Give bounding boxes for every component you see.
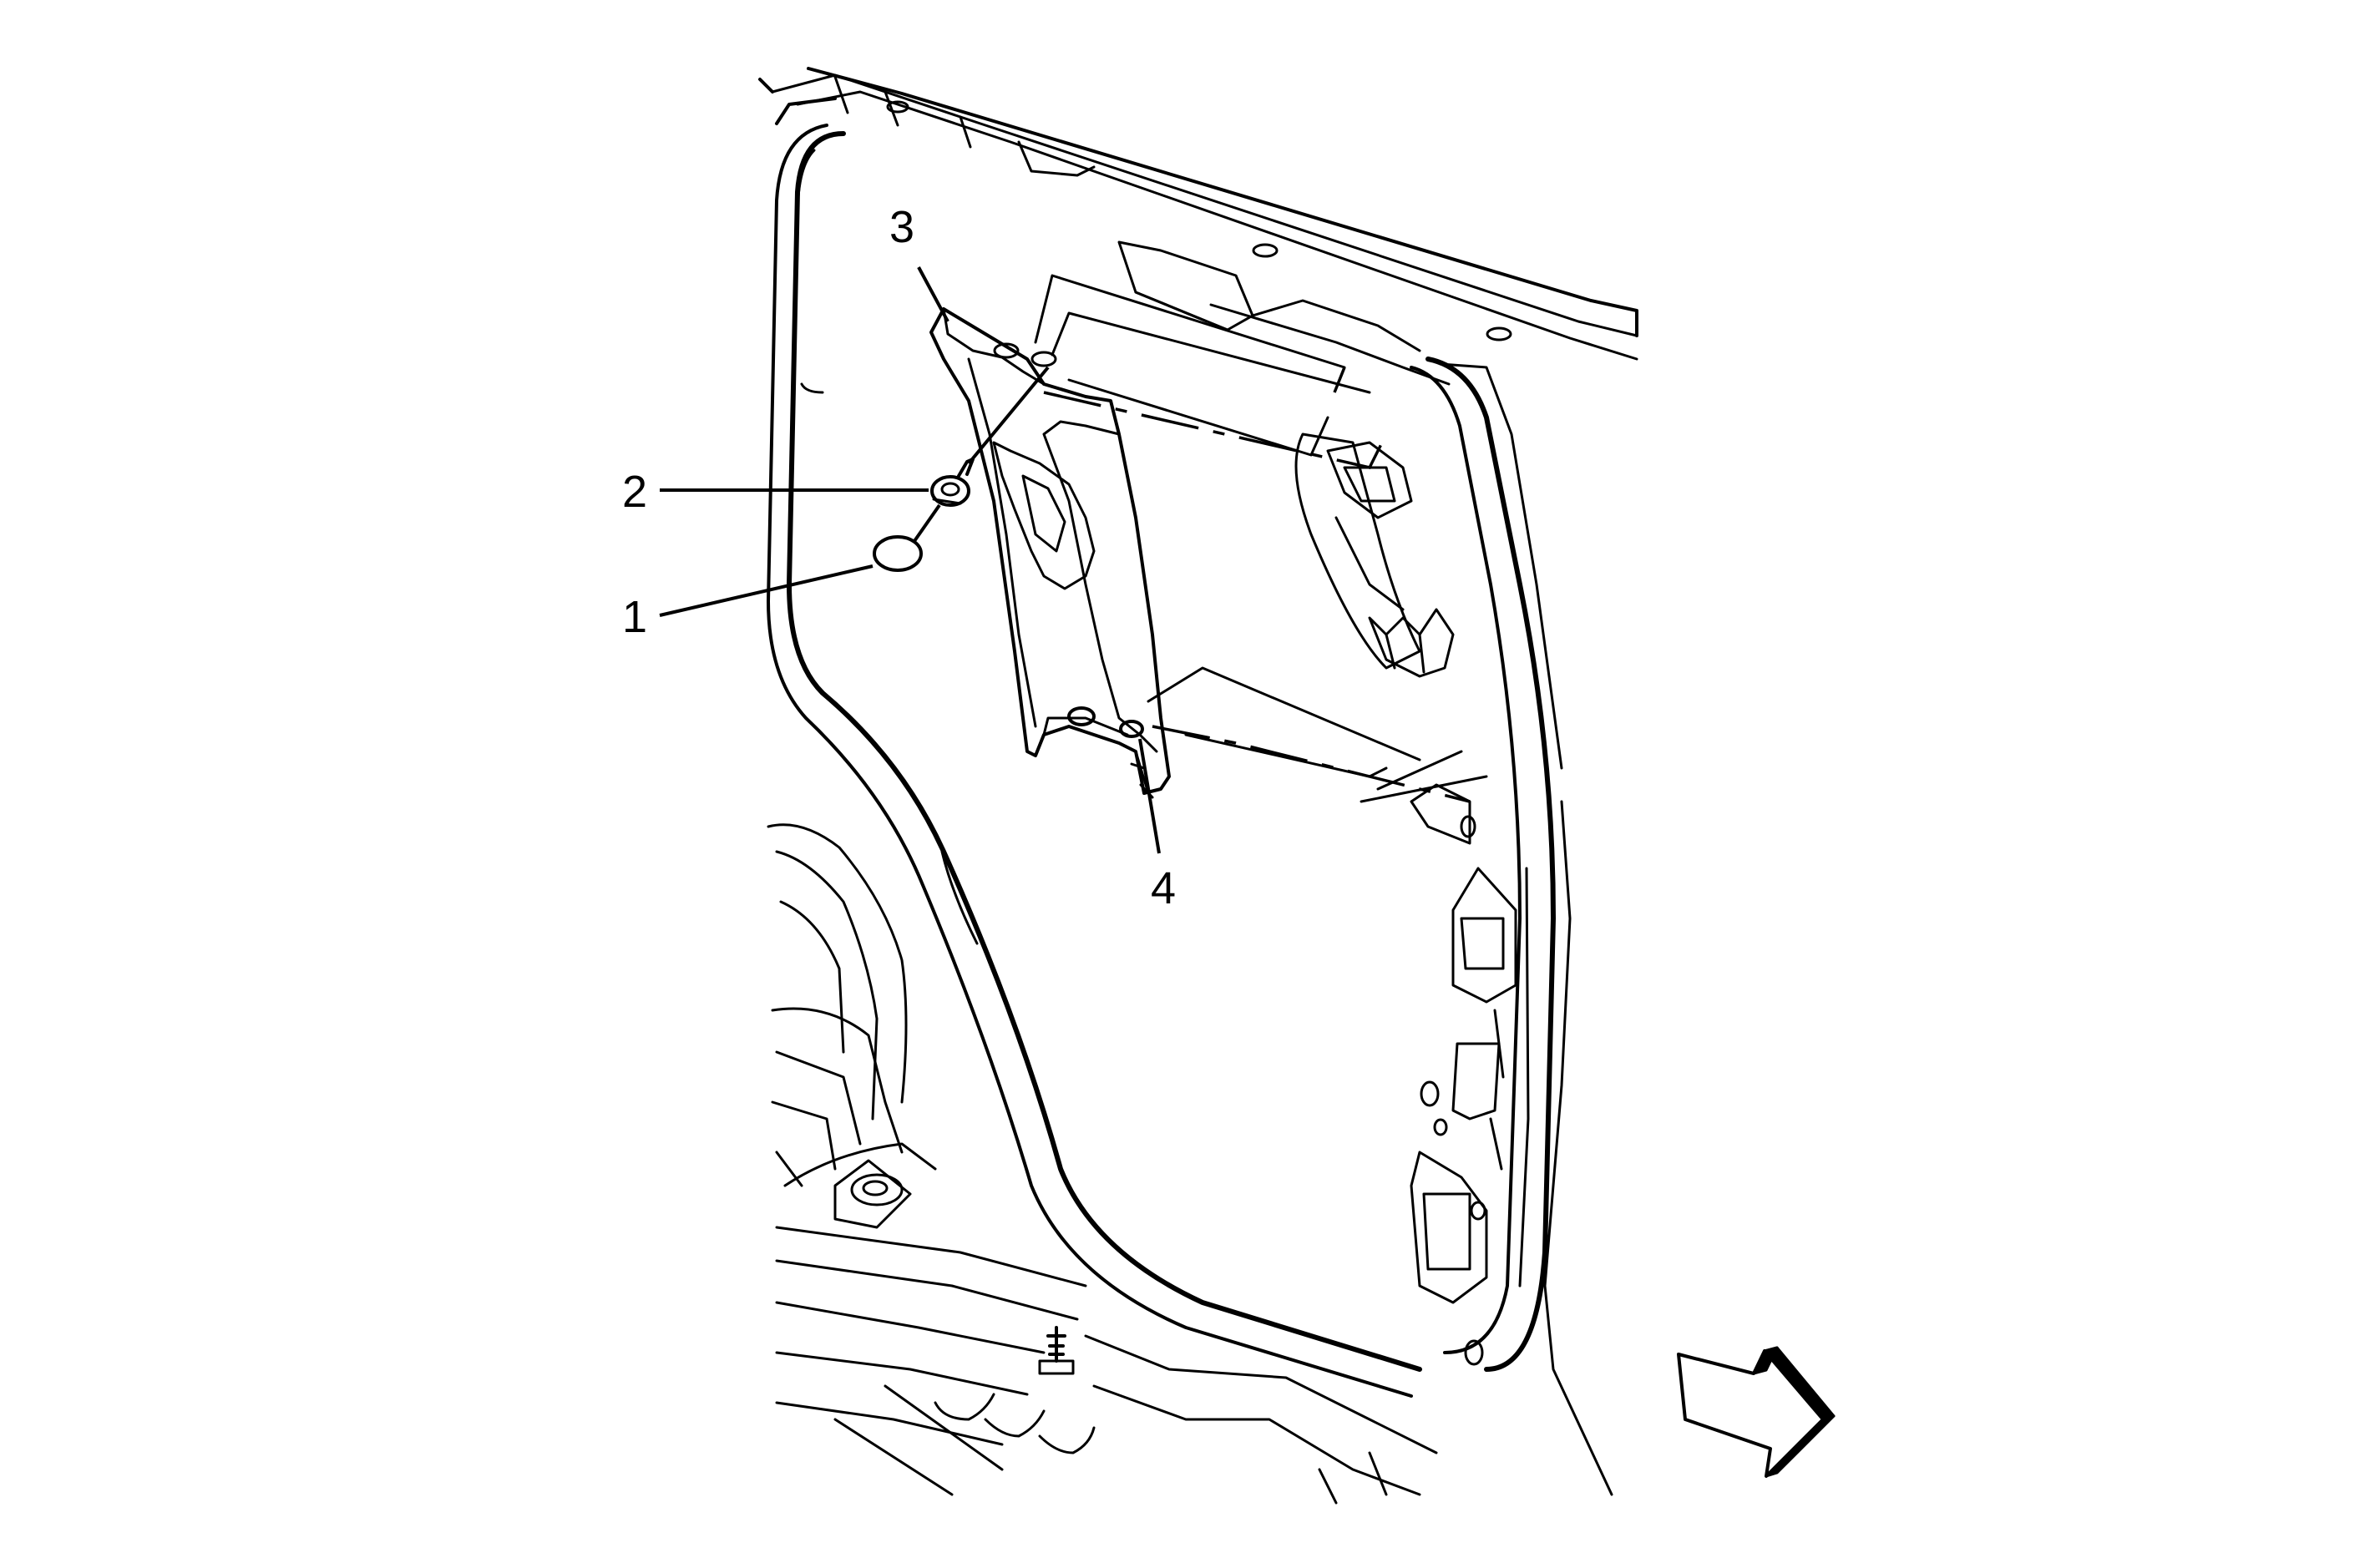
rear-door-opening: [767, 124, 1422, 1398]
forward-direction-arrow-icon: [1677, 1346, 1836, 1478]
push-pin-fastener: [930, 458, 975, 507]
roof-rail: [758, 67, 1638, 386]
alignment-lines: [1034, 274, 1488, 803]
floor-pan-and-wheelhouse: [767, 823, 1438, 1505]
callout-1: 1: [622, 592, 647, 642]
b-pillar: [1410, 357, 1613, 1496]
b-pillar-trim-panel: [929, 307, 1171, 799]
trim-cap: [873, 535, 923, 572]
callout-leaders: [659, 266, 1161, 854]
seat-belt-hardware: [1294, 432, 1455, 678]
callout-4: 4: [1151, 863, 1176, 913]
install-line: [913, 503, 941, 543]
install-line: [967, 366, 1050, 465]
callout-3: 3: [889, 202, 914, 252]
callout-2: 2: [622, 467, 647, 517]
